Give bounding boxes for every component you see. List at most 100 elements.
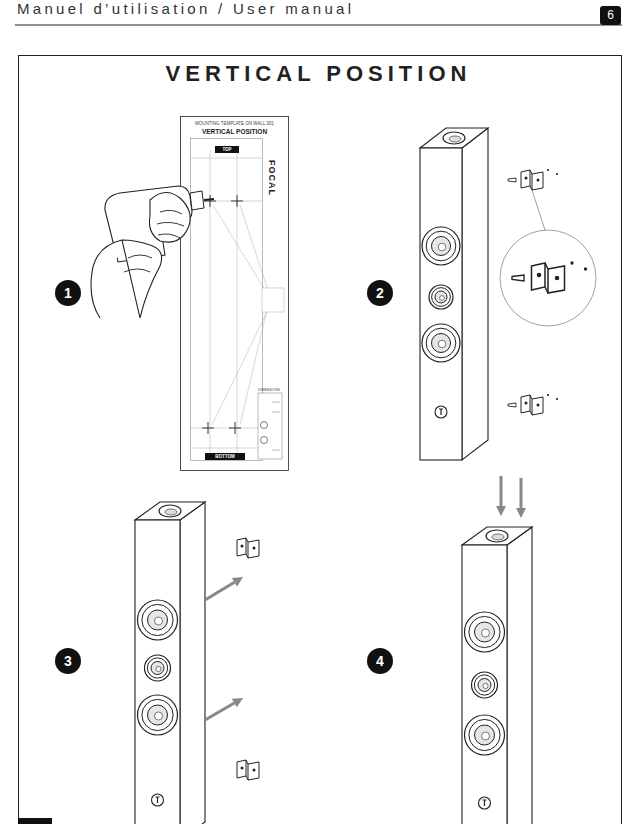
template-sheet	[181, 117, 289, 471]
bracket-plate	[248, 540, 259, 558]
screw-point	[556, 173, 558, 175]
template-inner-border	[191, 139, 263, 461]
bracket-fold	[545, 263, 548, 293]
left-hand	[149, 192, 190, 242]
screw-point	[570, 261, 573, 264]
bracket-hole	[241, 545, 244, 548]
screw	[512, 275, 524, 281]
speaker-side	[462, 128, 488, 460]
driver-cap	[478, 679, 491, 692]
driver-cap	[475, 725, 495, 745]
bracket-plate	[237, 760, 246, 778]
driver-surround	[465, 612, 505, 652]
node-text: 6	[600, 6, 621, 25]
top-port	[443, 132, 465, 144]
dimension-symbol	[261, 422, 268, 429]
top-port-inner	[492, 534, 504, 540]
logo-badge	[152, 794, 164, 806]
header-rule	[15, 25, 622, 26]
driver-surround	[472, 672, 498, 698]
driver-center	[156, 666, 161, 671]
arrow-head	[516, 508, 526, 518]
speaker	[462, 527, 532, 824]
drill-chuck	[190, 191, 204, 210]
driver-center	[482, 629, 490, 637]
screw	[508, 178, 516, 182]
top-port	[486, 530, 508, 542]
drill-cross	[229, 422, 241, 434]
screw-point	[584, 267, 587, 270]
top-port	[159, 505, 181, 517]
magnifier-circle	[500, 230, 596, 326]
dimension-tick	[272, 402, 280, 403]
driver-cone	[426, 231, 456, 261]
bracket-plate	[248, 762, 259, 780]
page-number: 6	[600, 6, 621, 25]
node-text: 1	[55, 280, 81, 306]
magnifier-leader	[532, 190, 545, 230]
node-text: 3	[55, 648, 81, 674]
bracket-plate	[532, 397, 543, 415]
bracket-plate	[521, 395, 530, 413]
bracket-fold	[530, 395, 532, 415]
driver-center	[438, 243, 446, 251]
node-text: 2	[367, 280, 393, 306]
driver-center	[155, 712, 163, 720]
page-title: VERTICAL POSITION	[0, 61, 637, 87]
logo-badge	[435, 406, 447, 418]
driver-surround	[465, 715, 505, 755]
node-text: TOP	[215, 146, 239, 153]
bracket-plate	[237, 538, 246, 556]
corner-tab	[18, 818, 52, 824]
running-header: Manuel d’utilisation / User manual	[17, 0, 354, 17]
finger-lines	[124, 255, 152, 272]
template-tag: BOTTOM	[205, 453, 245, 460]
driver-cone	[426, 328, 456, 358]
driver-cone	[474, 675, 494, 695]
template-guide	[190, 448, 262, 449]
wall-bracket	[508, 169, 558, 190]
speaker-top	[462, 527, 532, 545]
bracket-fold	[246, 538, 248, 558]
screw-point	[547, 394, 549, 396]
bracket-fold	[530, 170, 532, 190]
speaker	[420, 128, 488, 460]
bracket-plate	[532, 263, 546, 290]
bracket-hole	[241, 767, 244, 770]
speaker-front	[135, 520, 180, 824]
motion-arrow	[500, 476, 503, 506]
panel-frame	[19, 56, 622, 824]
right-hand	[91, 240, 162, 318]
leader-line	[213, 205, 268, 295]
note-box	[262, 288, 284, 312]
dimension-tick	[272, 450, 280, 451]
driver-cap	[148, 610, 168, 630]
bracket-plate	[521, 170, 530, 188]
driver-cone	[147, 658, 167, 678]
speaker-front	[420, 148, 462, 460]
driver-cap	[475, 622, 495, 642]
bracket-hole	[253, 547, 256, 550]
driver-center	[483, 683, 488, 688]
motion-arrow	[520, 478, 523, 508]
speaker-side	[180, 502, 205, 824]
node-subtext: FOCAL	[266, 160, 276, 196]
mounting-template: MOUNTING TEMPLATE ON WALL 301VERTICAL PO…	[180, 116, 289, 471]
motion-arrow	[205, 703, 234, 720]
wall-bracket	[508, 394, 558, 415]
speaker	[135, 502, 205, 824]
node-subtext: VERTICAL POSITION	[180, 128, 289, 135]
step-number: 4	[367, 648, 393, 674]
drill-cross	[231, 195, 243, 207]
leader-line	[240, 205, 268, 290]
speaker-front	[462, 545, 507, 824]
bracket-hole	[555, 276, 560, 281]
driver-surround	[429, 285, 453, 309]
step-number: 1	[55, 280, 81, 306]
bracket-hole	[537, 404, 540, 407]
motion-arrow	[205, 582, 234, 600]
template-guide	[190, 158, 262, 159]
